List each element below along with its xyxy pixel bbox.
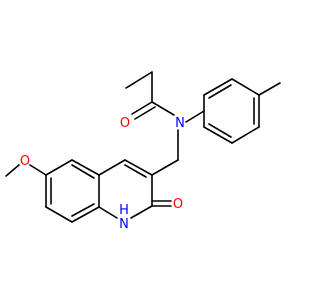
bond-carbonyl-c-n [151, 101, 175, 116]
bond-tolyl-3 [231, 78, 260, 96]
bond-ethyl-ch3 [125, 71, 153, 89]
bond-b-c8-c8a-inner [71, 203, 95, 217]
bond-q-n1-c2 [130, 205, 153, 219]
atom-o-methoxy: O [20, 154, 30, 169]
bond-tolyl-2-inner [208, 84, 232, 99]
bond-q-c8a-n1 [98, 206, 118, 219]
bond-n-tolyl [185, 110, 205, 123]
bond-o-methyl [5, 164, 20, 177]
bond-q-c4-c4a [98, 159, 126, 176]
bond-tolyl-6 [203, 126, 233, 144]
bond-b-c4a-c5-inner [71, 164, 95, 179]
molecule-structure: O N O O H N [5, 71, 281, 232]
bond-q-c3-c4-inner [124, 164, 147, 178]
bond-b-c5-c6 [45, 159, 73, 176]
bond-q-c3-c4 [124, 159, 153, 176]
atom-o-carbonyl: O [120, 116, 130, 131]
bond-layer [5, 71, 281, 223]
bond-carbonyl-c-o [131, 101, 153, 115]
bond-carbonyl-c-o-double [134, 106, 156, 120]
atom-o-quinolinone: O [173, 197, 183, 212]
atom-n-amide: N [175, 116, 185, 131]
bond-b-c8-c8a [71, 206, 100, 223]
bond-ch2-quinoline [151, 159, 179, 176]
bond-tolyl-methyl [258, 82, 281, 96]
atom-label-layer: O N O O H N [20, 116, 185, 232]
atom-n-quinolinone: N [119, 217, 129, 232]
structure-canvas: O N O O H N [5, 71, 281, 232]
bond-b-c4a-c5 [71, 159, 100, 176]
bond-tolyl-2 [203, 78, 233, 96]
atom-h-quinolinone: H [119, 203, 129, 218]
bond-b-c7-c8 [45, 206, 73, 223]
bond-c6-o-methoxy [29, 164, 47, 176]
bond-tolyl-5 [231, 126, 260, 144]
bond-tolyl-6-inner [208, 123, 232, 138]
